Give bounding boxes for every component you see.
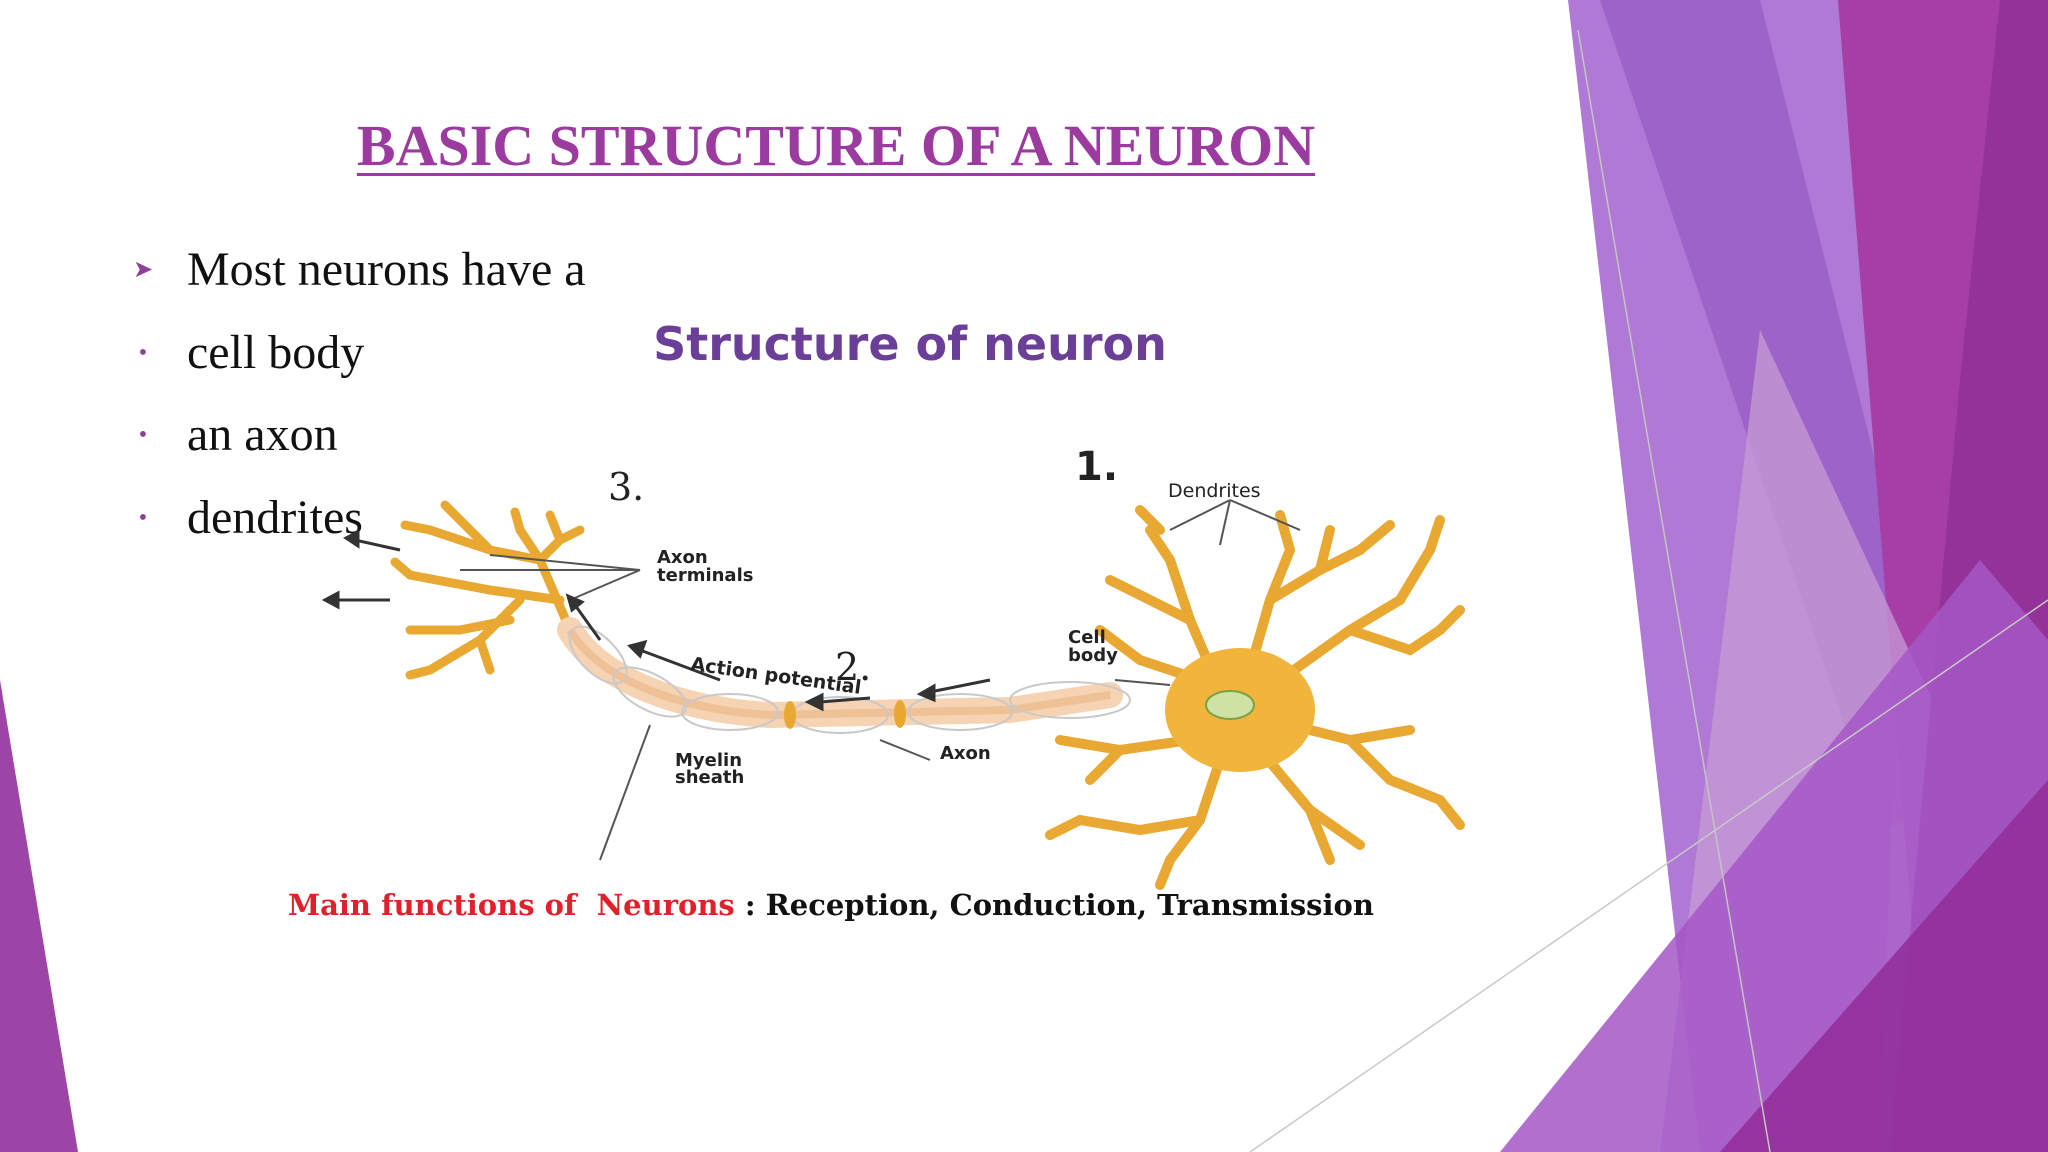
number-1-label: 1. xyxy=(1075,444,1118,490)
dot-bullet-icon: • xyxy=(138,339,148,366)
bullet-text: cell body xyxy=(187,325,365,379)
thin-line-2 xyxy=(1249,599,2048,1152)
slide-title: BASIC STRUCTURE OF A NEURON xyxy=(356,113,1316,178)
label-pointers xyxy=(460,499,1301,861)
cell-body-label-line1: Cell xyxy=(1068,627,1106,648)
functions-caption: Main functions of Neurons : Reception, C… xyxy=(288,888,1374,922)
axon-terminals-label-line1: Axon xyxy=(657,547,708,568)
bullet-text: Most neurons have a xyxy=(187,243,586,296)
dot-bullet-icon: • xyxy=(138,422,148,448)
cell-body-illustration xyxy=(1045,505,1465,890)
axon-illustration xyxy=(557,617,1131,734)
right-panel-shape-7 xyxy=(1720,780,2048,1152)
neuron-diagram: Structure of neuron xyxy=(288,317,1465,922)
myelin-sheath-label-line1: Myelin xyxy=(675,750,742,771)
caption-lead: Main functions of Neurons xyxy=(288,888,735,922)
axon-label: Axon xyxy=(940,743,991,764)
arrow-bullet-icon: ➤ xyxy=(132,257,154,283)
bullet-text: dendrites xyxy=(187,490,363,544)
thin-line-1 xyxy=(1577,29,1771,1152)
myelin-sheath-label-line2: sheath xyxy=(675,767,744,788)
bullet-text: an axon xyxy=(187,408,338,461)
number-2-label: 2. xyxy=(835,645,871,689)
dendrites-label: Dendrites xyxy=(1168,480,1261,502)
number-3-label: 3. xyxy=(608,465,644,509)
left-corner-shape xyxy=(0,680,78,1152)
signal-arrows xyxy=(321,529,991,712)
axon-terminals-label-line2: terminals xyxy=(657,565,753,586)
caption-rest: : Reception, Conduction, Transmission xyxy=(735,888,1374,922)
dot-bullet-icon: • xyxy=(138,504,148,531)
cell-body-label-line2: body xyxy=(1068,645,1118,666)
axon-terminals-illustration xyxy=(390,500,585,680)
diagram-heading: Structure of neuron xyxy=(653,317,1167,371)
